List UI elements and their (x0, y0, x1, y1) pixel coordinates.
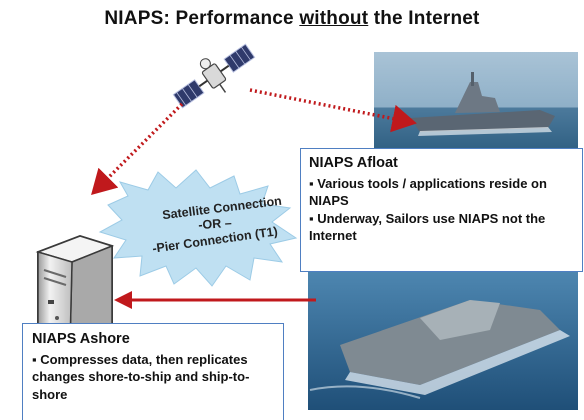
afloat-bullet-2: ▪ Underway, Sailors use NIAPS not the In… (309, 210, 546, 244)
ashore-heading: NIAPS Ashore (32, 331, 130, 347)
satellite-to-server-link (91, 102, 184, 195)
title-prefix: NIAPS: Performance (104, 8, 300, 29)
title-emphasis: without (299, 8, 369, 29)
niaps-afloat-box: NIAPS Afloat ▪ Various tools / applicati… (300, 148, 583, 272)
connection-label: Satellite Connection -OR – -Pier Connect… (126, 194, 304, 256)
satellite-to-ship-link (249, 88, 417, 133)
afloat-bullet-1: ▪ Various tools / applications reside on… (309, 175, 547, 209)
satellite-icon (172, 43, 256, 109)
connection-burst (98, 169, 298, 287)
diagram-title: NIAPS: Performance without the Internet (0, 8, 584, 30)
destroyer-photo (374, 52, 578, 152)
niaps-ashore-box: NIAPS Ashore ▪ Compresses data, then rep… (22, 323, 284, 420)
littoral-ship-photo (308, 272, 578, 410)
afloat-heading: NIAPS Afloat (309, 155, 398, 171)
ashore-bullet-1: ▪ Compresses data, then replicates chang… (32, 351, 250, 402)
title-suffix: the Internet (368, 8, 480, 29)
